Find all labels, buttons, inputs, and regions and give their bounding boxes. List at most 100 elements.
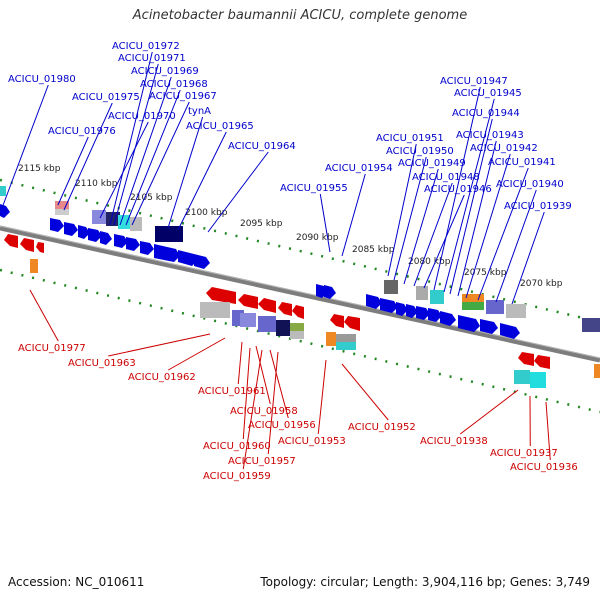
gene-label[interactable]: ACICU_01960 xyxy=(203,441,271,452)
gene-label[interactable]: ACICU_01980 xyxy=(8,74,76,85)
feature-block[interactable] xyxy=(130,217,142,231)
feature-block[interactable] xyxy=(92,210,106,224)
gene-label[interactable]: ACICU_01940 xyxy=(496,179,564,190)
gene-label[interactable]: ACICU_01976 xyxy=(48,126,116,137)
feature-block[interactable] xyxy=(384,280,398,294)
gene-arrow[interactable] xyxy=(100,231,112,245)
feature-block[interactable] xyxy=(336,342,356,350)
gene-label[interactable]: ACICU_01977 xyxy=(18,343,86,354)
gene-arrow[interactable] xyxy=(140,241,154,255)
gene-label[interactable]: ACICU_01967 xyxy=(149,91,217,102)
gene-arrow[interactable] xyxy=(416,306,430,320)
feature-block[interactable] xyxy=(506,304,526,318)
gene-arrow[interactable] xyxy=(440,311,456,326)
gene-label[interactable]: tynA xyxy=(188,106,211,117)
gene-arrow[interactable] xyxy=(534,355,550,369)
gene-label[interactable]: ACICU_01937 xyxy=(490,448,558,459)
gene-arrow[interactable] xyxy=(292,305,304,319)
gene-label[interactable]: ACICU_01972 xyxy=(112,41,180,52)
gene-arrow[interactable] xyxy=(178,250,198,266)
gene-label[interactable]: ACICU_01945 xyxy=(454,88,522,99)
feature-block[interactable] xyxy=(118,215,130,229)
gene-label[interactable]: ACICU_01971 xyxy=(118,53,186,64)
gene-arrow[interactable] xyxy=(380,298,398,313)
feature-block[interactable] xyxy=(290,323,304,331)
gene-label[interactable]: ACICU_01939 xyxy=(504,201,572,212)
feature-block[interactable] xyxy=(594,364,600,378)
gene-arrow[interactable] xyxy=(324,285,336,299)
gene-arrow[interactable] xyxy=(238,294,258,309)
feature-block[interactable] xyxy=(290,331,304,339)
gene-arrow[interactable] xyxy=(50,218,64,232)
gene-arrow[interactable] xyxy=(20,238,34,252)
gene-label[interactable]: ACICU_01961 xyxy=(198,386,266,397)
gene-arrow[interactable] xyxy=(344,316,360,331)
gene-arrow[interactable] xyxy=(518,352,534,366)
gene-arrow[interactable] xyxy=(278,302,292,316)
gene-label[interactable]: ACICU_01969 xyxy=(131,66,199,77)
feature-block[interactable] xyxy=(200,302,230,318)
gene-label[interactable]: ACICU_01953 xyxy=(278,436,346,447)
gene-label[interactable]: ACICU_01968 xyxy=(140,79,208,90)
gene-label[interactable]: ACICU_01947 xyxy=(440,76,508,87)
gene-label[interactable]: ACICU_01954 xyxy=(325,163,393,174)
feature-block[interactable] xyxy=(155,226,183,242)
feature-block[interactable] xyxy=(582,318,600,332)
gene-arrow[interactable] xyxy=(480,319,498,334)
gene-label[interactable]: ACICU_01956 xyxy=(248,420,316,431)
gene-arrow[interactable] xyxy=(500,323,520,339)
gene-label[interactable]: ACICU_01958 xyxy=(230,406,298,417)
feature-block[interactable] xyxy=(514,370,530,384)
gene-label[interactable]: ACICU_01959 xyxy=(203,471,271,482)
gene-label[interactable]: ACICU_01948 xyxy=(412,172,480,183)
gene-label[interactable]: ACICU_01965 xyxy=(186,121,254,132)
gene-arrow[interactable] xyxy=(194,254,210,269)
gene-arrow[interactable] xyxy=(428,308,442,322)
gene-arrow[interactable] xyxy=(36,242,44,253)
gene-label[interactable]: ACICU_01970 xyxy=(108,111,176,122)
gene-arrow[interactable] xyxy=(126,237,140,251)
gene-label[interactable]: ACICU_01955 xyxy=(280,183,348,194)
gene-arrow[interactable] xyxy=(0,204,10,218)
gene-arrow[interactable] xyxy=(4,234,18,248)
gene-label[interactable]: ACICU_01975 xyxy=(72,92,140,103)
gene-arrow[interactable] xyxy=(330,314,344,328)
feature-block[interactable] xyxy=(30,259,38,273)
feature-block[interactable] xyxy=(530,372,546,388)
feature-block[interactable] xyxy=(416,286,428,300)
feature-block[interactable] xyxy=(462,302,484,310)
gene-label[interactable]: ACICU_01952 xyxy=(348,422,416,433)
gene-label[interactable]: ACICU_01962 xyxy=(128,372,196,383)
gene-label[interactable]: ACICU_01946 xyxy=(424,184,492,195)
gene-label[interactable]: ACICU_01938 xyxy=(420,436,488,447)
gene-arrow[interactable] xyxy=(78,225,90,239)
feature-block[interactable] xyxy=(430,290,444,304)
gene-label[interactable]: ACICU_01943 xyxy=(456,130,524,141)
gene-arrow[interactable] xyxy=(458,315,480,332)
feature-block[interactable] xyxy=(336,334,356,342)
feature-block[interactable] xyxy=(326,332,336,346)
gene-label[interactable]: ACICU_01941 xyxy=(488,157,556,168)
gene-arrow[interactable] xyxy=(154,244,180,262)
gene-label[interactable]: ACICU_01949 xyxy=(398,158,466,169)
gene-label[interactable]: ACICU_01942 xyxy=(470,143,538,154)
feature-block[interactable] xyxy=(276,320,290,336)
feature-block[interactable] xyxy=(55,209,69,215)
feature-block[interactable] xyxy=(240,313,256,327)
gene-arrow[interactable] xyxy=(258,298,276,313)
gene-label[interactable]: ACICU_01963 xyxy=(68,358,136,369)
gene-label[interactable]: ACICU_01951 xyxy=(376,133,444,144)
gene-arrow[interactable] xyxy=(64,222,78,236)
gene-arrow[interactable] xyxy=(206,287,236,304)
gene-label[interactable]: ACICU_01944 xyxy=(452,108,520,119)
gene-label[interactable]: ACICU_01957 xyxy=(228,456,296,467)
gene-label[interactable]: ACICU_01950 xyxy=(386,146,454,157)
gene-arrow[interactable] xyxy=(396,302,408,316)
gene-arrow[interactable] xyxy=(114,234,128,248)
feature-block[interactable] xyxy=(258,316,276,332)
gene-arrow[interactable] xyxy=(406,304,418,318)
gene-label[interactable]: ACICU_01964 xyxy=(228,141,296,152)
feature-block[interactable] xyxy=(0,186,6,196)
gene-arrow[interactable] xyxy=(366,294,382,309)
feature-block[interactable] xyxy=(486,300,504,314)
